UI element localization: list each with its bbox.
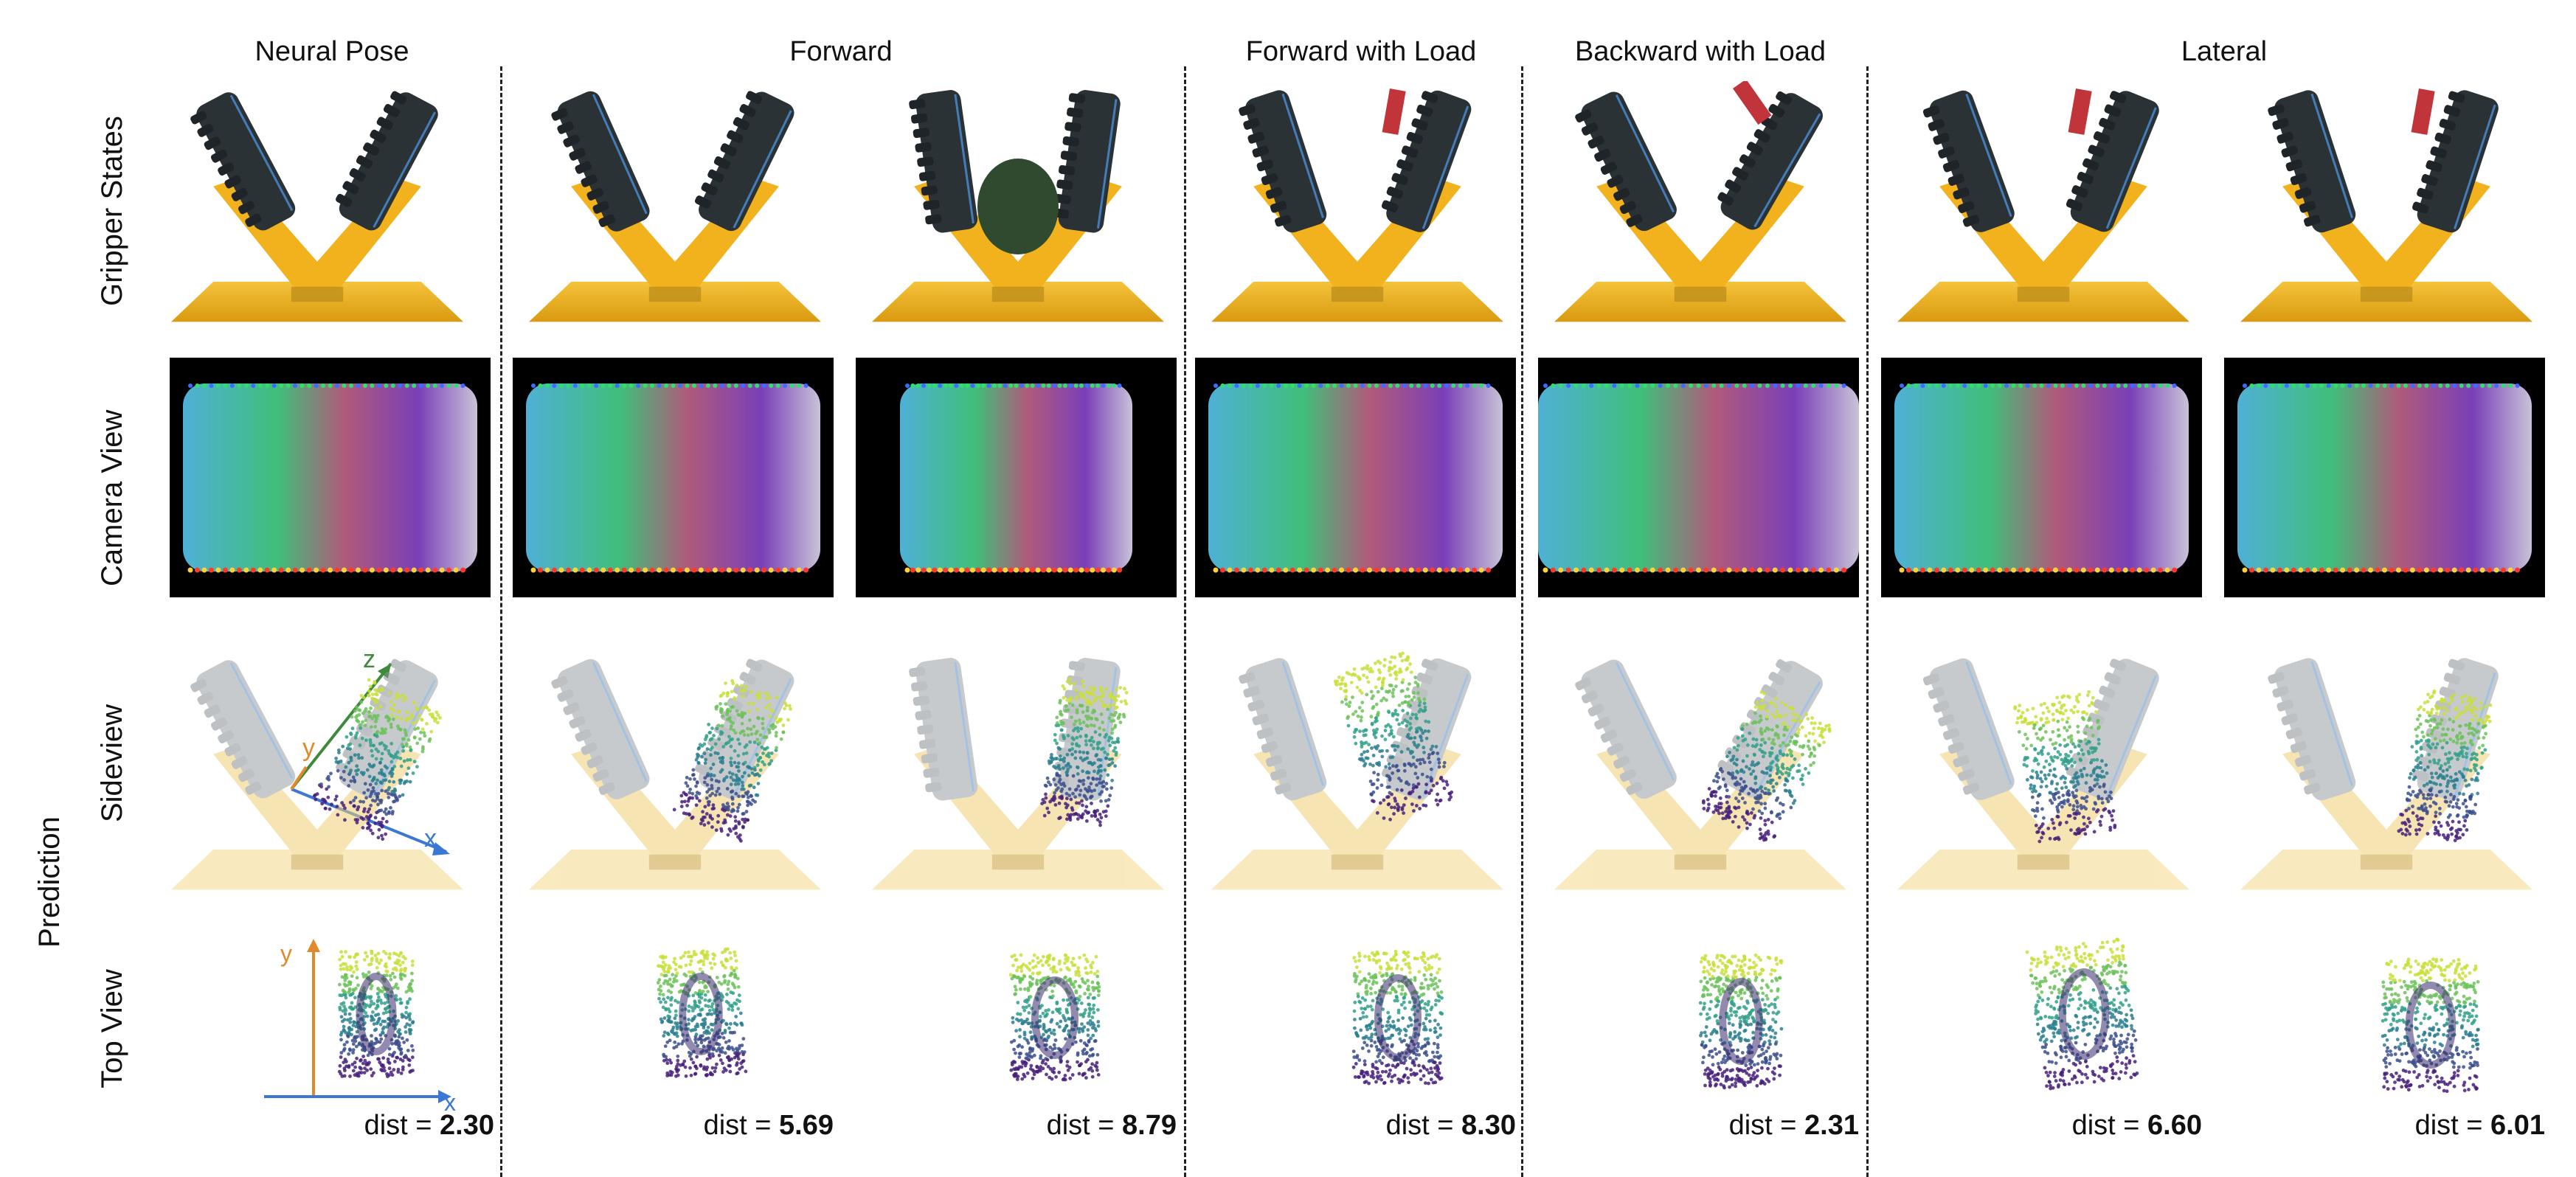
column-title-forward-with-load: Forward with Load: [1245, 36, 1477, 67]
column-separator: [500, 66, 502, 1177]
column-title-backward-with-load: Backward with Load: [1574, 36, 1827, 67]
sideview-prediction-image: [2224, 649, 2563, 900]
gripper-state-image: [1881, 81, 2206, 332]
gripper-state-image: [155, 81, 479, 332]
dist-label: dist = 2.31: [1728, 1110, 1859, 1141]
dist-label: dist = 5.69: [703, 1110, 834, 1141]
sideview-prediction-image: [1538, 649, 1877, 900]
top-axis-label-y: y: [280, 940, 292, 967]
sideview-prediction-image: [1881, 649, 2220, 900]
gripper-state-image: [513, 81, 837, 332]
topview-axes: y x: [258, 933, 472, 1116]
dist-label: dist = 6.01: [2414, 1110, 2545, 1141]
camera-view-image: [856, 358, 1177, 597]
camera-view-image: [1538, 358, 1859, 597]
column-title-neural-pose: Neural Pose: [255, 36, 409, 67]
sideview-prediction-image: [1195, 649, 1534, 900]
sideview-prediction-image: [856, 649, 1195, 900]
top-axis-label-x: x: [444, 1089, 456, 1116]
column-title-forward: Forward: [789, 36, 893, 67]
sideview-prediction-image: [155, 649, 494, 900]
axis-label-y: y: [302, 734, 315, 762]
gripper-state-image: [1538, 81, 1863, 332]
camera-view-image: [1881, 358, 2202, 597]
axis-label-z: z: [363, 645, 375, 673]
column-separator: [1866, 66, 1869, 1177]
camera-view-image: [1195, 358, 1516, 597]
camera-view-image: [513, 358, 834, 597]
camera-view-image: [170, 358, 491, 597]
gripper-state-image: [2224, 81, 2549, 332]
column-separator: [1184, 66, 1186, 1177]
camera-view-image: [2224, 358, 2545, 597]
dist-label: dist = 2.30: [364, 1110, 494, 1141]
column-separator: [1521, 66, 1523, 1177]
gripper-state-image: [856, 81, 1180, 332]
dist-label: dist = 8.79: [1046, 1110, 1177, 1141]
sideview-prediction-image: [513, 649, 852, 900]
column-title-lateral: Lateral: [2181, 36, 2268, 67]
dist-label: dist = 8.30: [1385, 1110, 1516, 1141]
axis-label-x: x: [424, 824, 437, 853]
gripper-state-image: [1195, 81, 1520, 332]
dist-label: dist = 6.60: [2071, 1110, 2202, 1141]
